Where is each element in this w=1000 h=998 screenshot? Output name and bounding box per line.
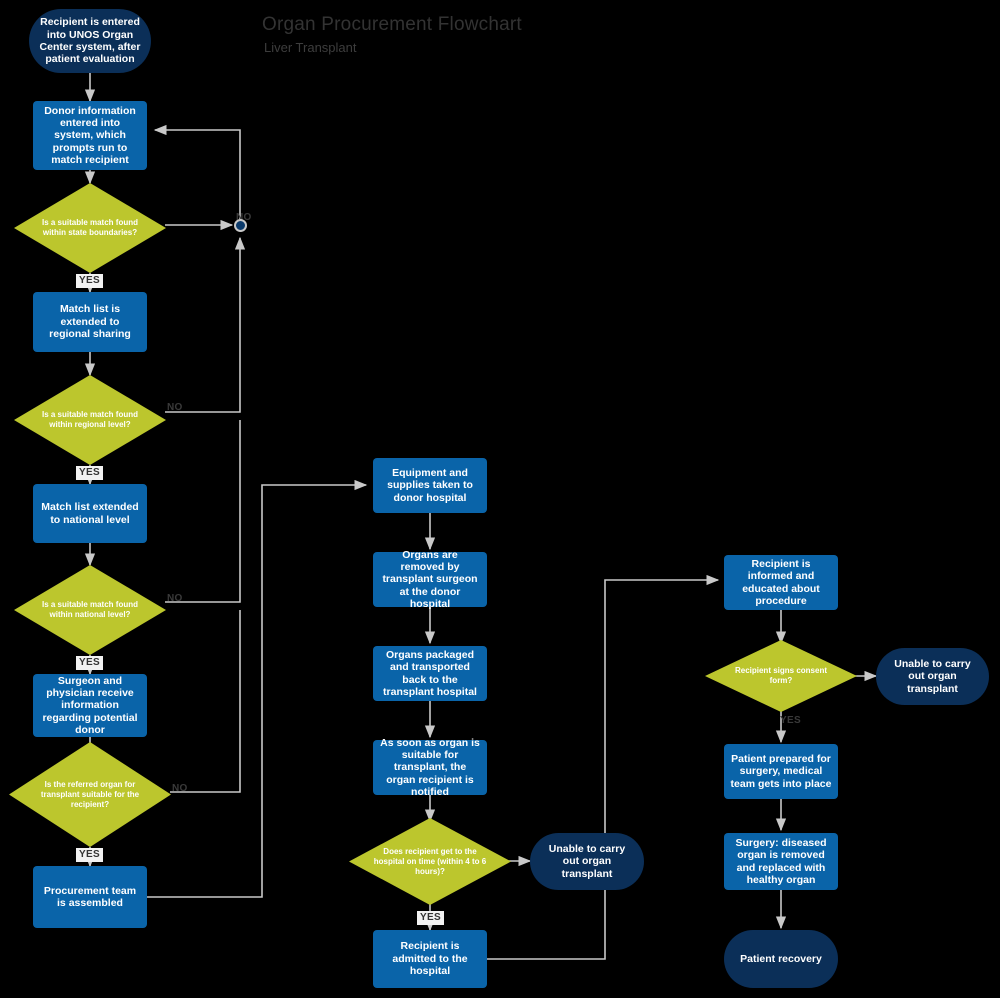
edge-label-yes-regional: YES <box>76 466 103 480</box>
node-text: Equipment and supplies taken to donor ho… <box>387 466 473 504</box>
node-recipient-notified[interactable]: As soon as organ is suitable for transpl… <box>373 737 487 798</box>
node-text: Is the referred organ for transplant sui… <box>40 779 140 809</box>
node-organs-removed[interactable]: Organs are removed by transplant surgeon… <box>373 549 487 610</box>
node-decision-consent[interactable]: Recipient signs consent form? <box>705 640 857 712</box>
node-text: Does recipient get to the hospital on ti… <box>373 846 487 876</box>
page-subtitle: Liver Transplant <box>264 40 357 55</box>
node-text: Surgeon and physician receive informatio… <box>42 674 138 737</box>
node-text: Is a suitable match found within regiona… <box>41 410 138 429</box>
edge-label-no-regional: NO <box>167 402 183 413</box>
node-unable-middle[interactable]: Unable to carry out organ transplant <box>530 833 644 890</box>
node-text: As soon as organ is suitable for transpl… <box>380 736 480 799</box>
node-decision-organ-suitable[interactable]: Is the referred organ for transplant sui… <box>9 742 171 847</box>
node-text: Patient prepared for surgery, medical te… <box>730 752 832 790</box>
node-decision-state[interactable]: Is a suitable match found within state b… <box>14 183 166 273</box>
node-recipient-informed[interactable]: Recipient is informed and educated about… <box>724 555 838 610</box>
node-text: Procurement team is assembled <box>43 884 137 909</box>
node-text: Is a suitable match found within state b… <box>41 218 138 237</box>
node-text: Patient recovery <box>740 952 822 965</box>
node-surgery[interactable]: Surgery: diseased organ is removed and r… <box>724 833 838 890</box>
edge-label-yes-national: YES <box>76 656 103 670</box>
edge-label-yes-time: YES <box>417 911 444 925</box>
edge-label-no-organ: NO <box>172 783 188 794</box>
node-recipient-admitted[interactable]: Recipient is admitted to the hospital <box>373 930 487 988</box>
node-decision-arrival-time[interactable]: Does recipient get to the hospital on ti… <box>349 818 511 905</box>
edge-label-yes-state: YES <box>76 274 103 288</box>
node-text: Recipient is informed and educated about… <box>742 557 820 607</box>
node-text: Surgery: diseased organ is removed and r… <box>735 836 827 886</box>
node-text: Match list is extended to regional shari… <box>49 303 131 341</box>
edge-label-yes-consent: YES <box>780 715 801 726</box>
node-text: Is a suitable match found within nationa… <box>41 600 138 619</box>
node-regional[interactable]: Match list is extended to regional shari… <box>33 292 147 352</box>
node-text: Donor information entered into system, w… <box>44 104 136 167</box>
node-text: Unable to carry out organ transplant <box>894 657 971 695</box>
node-text: Unable to carry out organ transplant <box>548 842 626 880</box>
node-procurement-team[interactable]: Procurement team is assembled <box>33 866 147 928</box>
node-equipment[interactable]: Equipment and supplies taken to donor ho… <box>373 458 487 513</box>
node-surgeon-info[interactable]: Surgeon and physician receive informatio… <box>33 674 147 737</box>
node-patient-prepared[interactable]: Patient prepared for surgery, medical te… <box>724 744 838 799</box>
node-text: Organs packaged and transported back to … <box>383 648 477 698</box>
node-decision-regional[interactable]: Is a suitable match found within regiona… <box>14 375 166 465</box>
node-national[interactable]: Match list extended to national level <box>33 484 147 543</box>
node-patient-recovery[interactable]: Patient recovery <box>724 930 838 988</box>
node-start[interactable]: Recipient is entered into UNOS Organ Cen… <box>29 9 151 73</box>
node-text: Organs are removed by transplant surgeon… <box>382 548 478 611</box>
edge-label-no-national: NO <box>167 593 183 604</box>
node-organs-packaged[interactable]: Organs packaged and transported back to … <box>373 646 487 701</box>
node-donor-info[interactable]: Donor information entered into system, w… <box>33 101 147 170</box>
flow-junction-node[interactable] <box>234 219 247 232</box>
page-title: Organ Procurement Flowchart <box>262 14 522 35</box>
node-text: Match list extended to national level <box>41 501 139 526</box>
edge-label-yes-organ: YES <box>76 848 103 862</box>
node-text: Recipient is admitted to the hospital <box>392 940 468 978</box>
node-decision-national[interactable]: Is a suitable match found within nationa… <box>14 565 166 655</box>
node-text: Recipient is entered into UNOS Organ Cen… <box>39 16 141 66</box>
edge-label-no-state: NO <box>236 212 252 223</box>
node-text: Recipient signs consent form? <box>734 666 827 685</box>
node-unable-right[interactable]: Unable to carry out organ transplant <box>876 648 989 705</box>
